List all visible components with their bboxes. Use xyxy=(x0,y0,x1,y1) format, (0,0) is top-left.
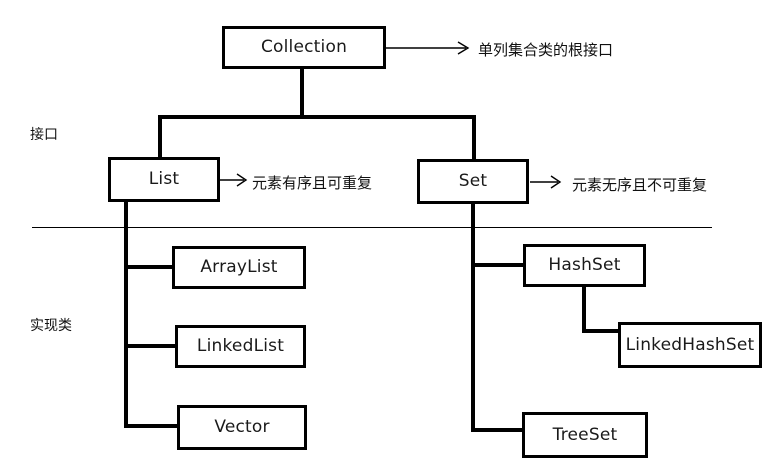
node-linkedhashset[interactable]: LinkedHashSet xyxy=(618,322,762,368)
arrow-set-note xyxy=(530,174,566,190)
connector-bus-to-set xyxy=(472,115,476,162)
node-vector-label: Vector xyxy=(214,417,270,437)
annotation-list-note: 元素有序且可重复 xyxy=(252,174,373,192)
node-vector[interactable]: Vector xyxy=(177,405,307,450)
arrow-collection-note xyxy=(386,40,472,56)
section-label-interface: 接口 xyxy=(30,127,58,143)
node-hashset-label: HashSet xyxy=(548,255,621,275)
connector-set-to-hashset xyxy=(471,263,525,267)
node-arraylist-label: ArrayList xyxy=(200,257,278,277)
node-collection-label: Collection xyxy=(260,37,348,57)
connector-bus-to-list xyxy=(158,115,162,160)
node-collection[interactable]: Collection xyxy=(222,26,386,69)
annotation-set-note: 元素无序且不可重复 xyxy=(572,176,708,194)
connector-list-to-vector xyxy=(124,424,179,428)
connector-hashset-to-linkedhashset xyxy=(582,329,622,333)
node-treeset-label: TreeSet xyxy=(552,424,618,445)
node-arraylist[interactable]: ArrayList xyxy=(172,246,306,289)
annotation-collection-note: 单列集合类的根接口 xyxy=(478,41,614,59)
connector-list-to-linkedlist xyxy=(124,344,177,348)
connector-set-to-treeset xyxy=(471,428,524,432)
interface-implementation-divider xyxy=(32,227,712,228)
connector-collection-trunk xyxy=(300,68,304,118)
connector-interface-bus xyxy=(158,115,476,119)
section-label-implementation: 实现类 xyxy=(30,318,72,334)
node-treeset[interactable]: TreeSet xyxy=(522,412,648,458)
connector-list-spine xyxy=(124,201,128,428)
connector-list-to-arraylist xyxy=(124,265,174,269)
connector-set-spine xyxy=(471,201,475,432)
node-list[interactable]: List xyxy=(108,157,220,202)
node-linkedlist[interactable]: LinkedList xyxy=(175,325,306,368)
node-linkedlist-label: LinkedList xyxy=(196,336,285,356)
node-hashset[interactable]: HashSet xyxy=(523,244,646,287)
connector-hashset-drop xyxy=(582,284,586,333)
node-set[interactable]: Set xyxy=(417,159,529,204)
node-set-label: Set xyxy=(458,171,488,191)
node-list-label: List xyxy=(148,169,180,189)
arrow-list-note xyxy=(220,172,250,188)
node-linkedhashset-label: LinkedHashSet xyxy=(625,334,755,355)
